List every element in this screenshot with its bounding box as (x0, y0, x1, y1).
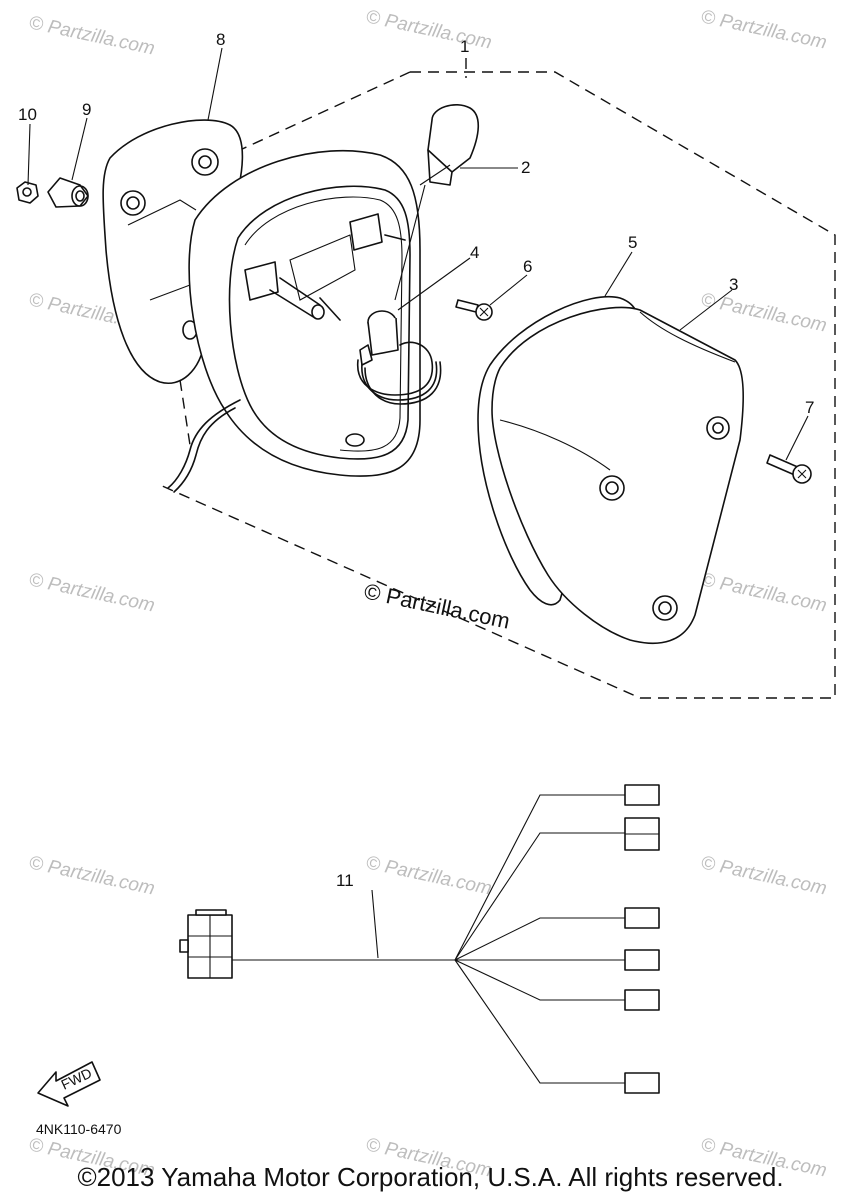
watermark-tile: © Partzilla.com (27, 12, 157, 59)
callout-11: 11 (336, 871, 354, 890)
screw-7 (766, 454, 812, 484)
callout-5: 5 (628, 233, 637, 252)
watermark-tile: © Partzilla.com (699, 852, 829, 899)
callout-numbers: 1 2 3 4 5 6 7 8 9 10 11 (18, 30, 814, 890)
diagram-code: 4NK110-6470 (36, 1121, 122, 1137)
fwd-arrow-icon: FWD (37, 1061, 101, 1107)
callout-3: 3 (729, 275, 738, 294)
callout-2: 2 (521, 158, 530, 177)
watermark-tile: © Partzilla.com (699, 6, 829, 53)
callout-10: 10 (18, 105, 37, 124)
callout-7: 7 (805, 398, 814, 417)
watermark-tile: © Partzilla.com (27, 569, 157, 616)
watermark-tile: © Partzilla.com (699, 569, 829, 616)
watermark-tile: © Partzilla.com (364, 6, 494, 53)
leader-dash-2 (179, 379, 191, 446)
gasket-5 (477, 296, 640, 606)
watermark-tile: © Partzilla.com (699, 289, 829, 336)
copyright-footer: ©2013 Yamaha Motor Corporation, U.S.A. A… (77, 1162, 784, 1192)
nut-10 (16, 181, 39, 204)
lamp-housing (167, 149, 421, 493)
bulb-2 (419, 104, 480, 186)
callout-8: 8 (216, 30, 225, 49)
watermark-tile: © Partzilla.com (364, 852, 494, 899)
watermark-main: © Partzilla.com (362, 578, 512, 633)
callout-6: 6 (523, 257, 532, 276)
socket-4 (357, 184, 442, 405)
assembly-boundary (159, 71, 836, 699)
callout-1: 1 (460, 37, 469, 56)
callout-4: 4 (470, 243, 479, 262)
assembly-boundary-left (239, 71, 411, 151)
watermark-tile: © Partzilla.com (27, 852, 157, 899)
callout-9: 9 (82, 100, 91, 119)
collar-9 (47, 177, 89, 208)
wire-harness-11 (179, 784, 660, 1094)
lens-3 (491, 306, 745, 645)
screw-6 (455, 299, 493, 321)
leader-lines (27, 47, 809, 461)
